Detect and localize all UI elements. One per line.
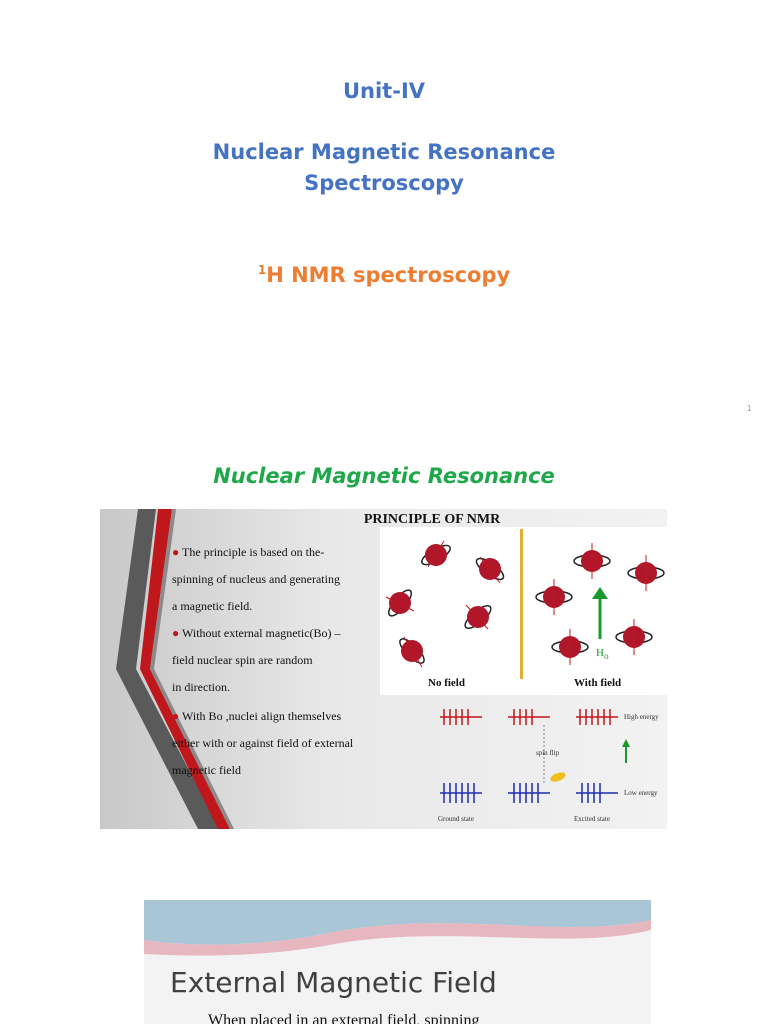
field-symbol-subscript: o xyxy=(603,651,609,662)
main-title-line1: Nuclear Magnetic Resonance xyxy=(212,140,556,164)
bullet-3-line3: magnetic field xyxy=(172,763,241,777)
ground-state-label: Ground state xyxy=(438,815,474,823)
excited-state-label: Excited state xyxy=(574,815,610,823)
spin-nucleus-icon xyxy=(421,540,451,568)
field-arrow-icon xyxy=(592,587,608,639)
bullet-1-line1: The principle is based on the- xyxy=(182,545,325,559)
with-field-label: With field xyxy=(574,677,622,689)
bullet-dot-icon: ● xyxy=(172,626,180,640)
wave-pink xyxy=(144,920,651,956)
slide2-title: Nuclear Magnetic Resonance xyxy=(213,464,555,488)
no-field-panel: No field xyxy=(380,527,528,695)
bullet-2: ● Without external magnetic(Bo) – field … xyxy=(172,620,382,701)
field-symbol-letter: H xyxy=(596,647,604,659)
slide3: External Magnetic Field When placed in a… xyxy=(144,900,651,1024)
bullet-dot-icon: ● xyxy=(172,709,180,723)
high-energy-label: High energy xyxy=(624,713,659,721)
spin-nucleus-icon xyxy=(615,619,653,655)
bullet-2-line2: field nuclear spin are random xyxy=(172,653,313,667)
spin-nucleus-icon xyxy=(627,555,665,591)
bullet-dot-icon: ● xyxy=(172,545,180,559)
spin-nucleus-icon xyxy=(551,629,589,665)
spin-nucleus-icon xyxy=(399,636,425,668)
spin-nucleus-icon xyxy=(385,589,415,617)
panel-divider xyxy=(520,529,523,679)
spin-nucleus-icon xyxy=(573,543,611,579)
aligned-spins-diagram xyxy=(535,543,665,665)
nmr-principle-figure: PRINCIPLE OF NMR ● The principle is base… xyxy=(100,509,667,829)
figure-heading: PRINCIPLE OF NMR xyxy=(363,512,501,527)
low-energy-label: Low energy xyxy=(624,789,658,797)
decorative-stripes xyxy=(116,509,234,829)
field-symbol: Ho xyxy=(596,647,609,661)
spin-nucleus-icon xyxy=(535,579,573,615)
bullet-2-line1: Without external magnetic(Bo) – xyxy=(182,626,341,640)
no-field-label: No field xyxy=(428,677,465,689)
subtitle-text: H NMR spectroscopy xyxy=(266,263,511,287)
subtitle-superscript: 1 xyxy=(257,263,267,277)
bullet-1-line3: a magnetic field. xyxy=(172,599,253,613)
spin-flip-label: spin flip xyxy=(536,749,560,757)
with-field-panel: Ho With field xyxy=(528,527,667,695)
spin-nucleus-icon xyxy=(464,604,492,630)
high-energy-spins-icon xyxy=(440,709,618,725)
slide3-heading: External Magnetic Field xyxy=(170,966,497,999)
spin-nucleus-icon xyxy=(475,556,505,584)
bullet-2-line3: in direction. xyxy=(172,680,230,694)
unit-title: Unit-IV xyxy=(342,79,426,103)
stripe-dark xyxy=(116,509,220,829)
page-number: 1 xyxy=(747,404,752,413)
random-spins-diagram xyxy=(385,540,505,668)
energy-arrow-icon xyxy=(622,739,630,763)
bullet-1-line2: spinning of nucleus and generating xyxy=(172,572,340,586)
photon-icon xyxy=(550,772,566,782)
wave-blue xyxy=(144,900,651,945)
decorative-wave-header xyxy=(144,900,651,956)
bullet-3-line1: With Bo ,nuclei align themselves xyxy=(182,709,342,723)
main-title-line2: Spectroscopy xyxy=(304,171,464,195)
bullet-1: ● The principle is based on the- spinnin… xyxy=(172,539,382,620)
low-energy-spins-icon xyxy=(440,783,618,803)
energy-level-diagram xyxy=(440,709,630,803)
bullet-3-line2: either with or against field of external xyxy=(172,736,354,750)
slide3-body: When placed in an external field, spinni… xyxy=(208,1012,480,1024)
subtitle: 1H NMR spectroscopy xyxy=(0,263,768,287)
bullet-3: ● With Bo ,nuclei align themselves eithe… xyxy=(172,703,382,784)
